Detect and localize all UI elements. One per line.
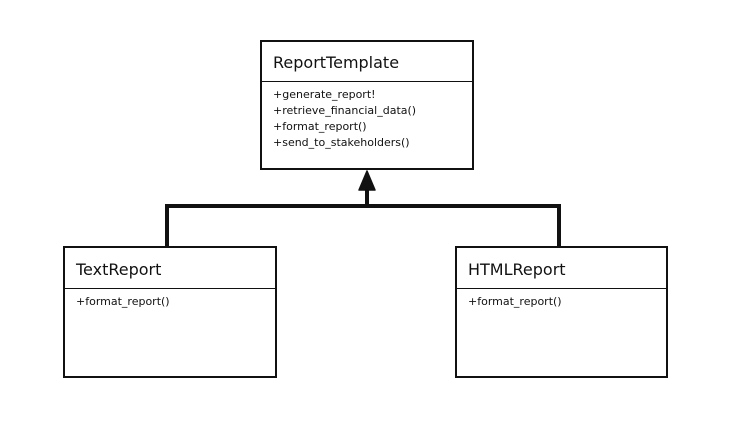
class-box-report-template[interactable]: ReportTemplate +generate_report! +retrie…	[260, 40, 474, 170]
method-list-text-report: +format_report()	[65, 289, 275, 310]
method-list-html-report: +format_report()	[457, 289, 666, 310]
method-item: +retrieve_financial_data()	[273, 104, 417, 117]
method-item: +format_report()	[273, 120, 367, 133]
method-item: +send_to_stakeholders()	[273, 136, 410, 149]
method-item: +format_report()	[76, 295, 170, 308]
class-box-html-report[interactable]: HTMLReport +format_report()	[455, 246, 668, 378]
class-name-text-report: TextReport	[65, 248, 275, 289]
class-name-report-template: ReportTemplate	[262, 42, 472, 82]
method-item: +generate_report!	[273, 88, 376, 101]
class-box-text-report[interactable]: TextReport +format_report()	[63, 246, 277, 378]
class-name-html-report: HTMLReport	[457, 248, 666, 289]
inheritance-arrowhead	[358, 170, 376, 191]
method-item: +format_report()	[468, 295, 562, 308]
method-list-report-template: +generate_report! +retrieve_financial_da…	[262, 82, 472, 151]
